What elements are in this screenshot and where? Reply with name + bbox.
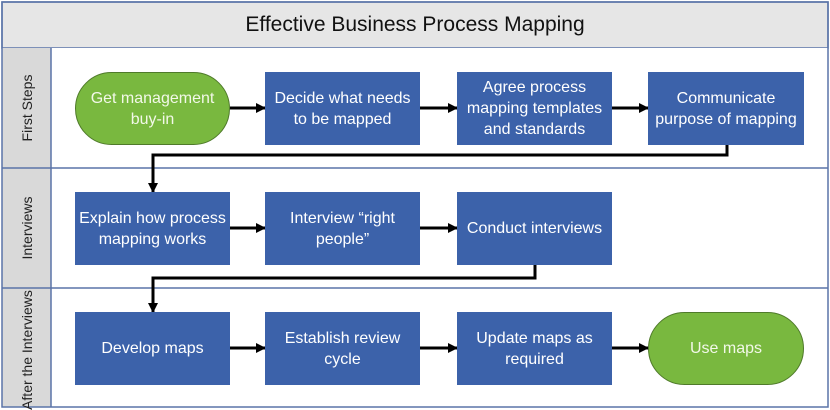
- step-communicate-purpose: Communicate purpose of mapping: [648, 72, 804, 145]
- step-decide-what-to-map: Decide what needs to be mapped: [265, 72, 420, 145]
- lane-label-interviews: Interviews: [18, 196, 35, 260]
- step-use-maps: Use maps: [648, 312, 804, 385]
- step-develop-maps: Develop maps: [75, 312, 230, 385]
- title-band: [1, 1, 829, 49]
- diagram-title: Effective Business Process Mapping: [245, 13, 585, 36]
- step-explain-process-mapping: Explain how process mapping works: [75, 192, 230, 265]
- step-conduct-interviews: Conduct interviews: [457, 192, 612, 265]
- step-agree-templates: Agree process mapping templates and stan…: [457, 72, 612, 145]
- connector-arrow: [148, 145, 729, 193]
- step-establish-review-cycle: Establish review cycle: [265, 312, 420, 385]
- step-interview-right-people: Interview “right people”: [265, 192, 420, 265]
- lane-label-first-steps: First Steps: [18, 74, 35, 142]
- step-update-maps: Update maps as required: [457, 312, 612, 385]
- lane-header-column: [2, 48, 51, 407]
- lane-label-after-interviews: After the Interviews: [18, 290, 35, 410]
- step-get-management-buy-in: Get management buy-in: [75, 72, 230, 145]
- connector-arrow: [148, 265, 537, 313]
